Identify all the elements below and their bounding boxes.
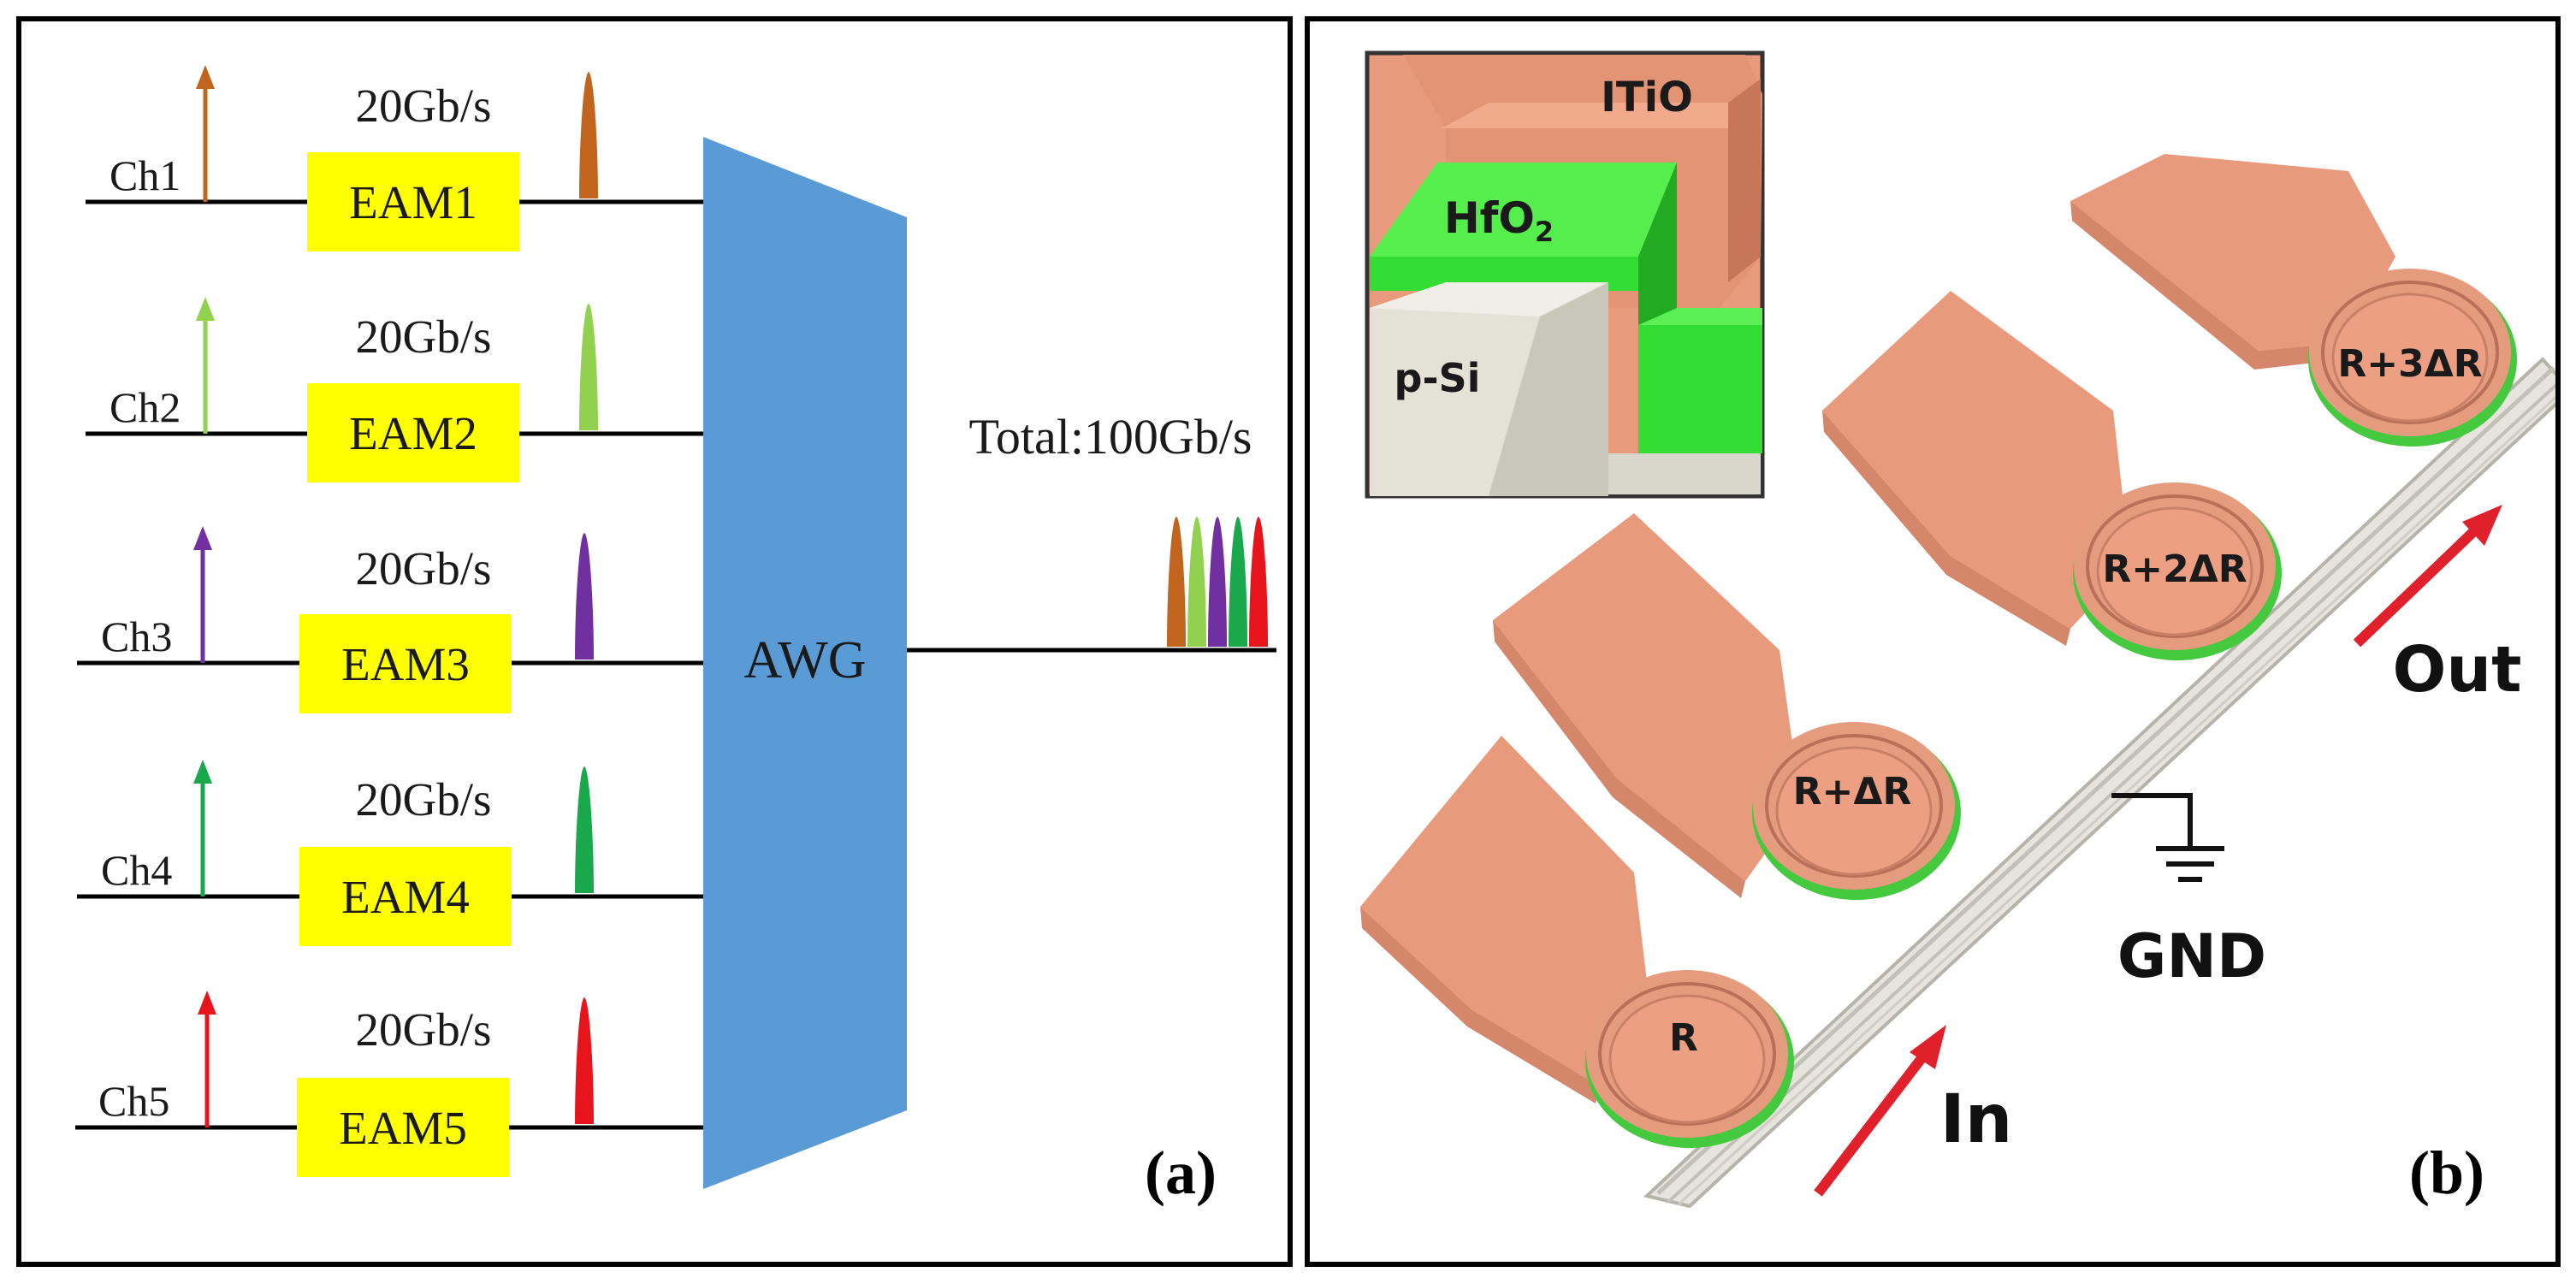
channel-row: Ch2 20Gb/s EAM2 bbox=[86, 297, 703, 482]
arrow-in bbox=[1814, 1025, 1946, 1197]
pulse bbox=[579, 72, 598, 198]
eam-box bbox=[307, 383, 519, 482]
eam-box bbox=[297, 1078, 509, 1177]
channel-label: Ch1 bbox=[110, 151, 181, 199]
output-pulse bbox=[1249, 517, 1268, 647]
eam-box bbox=[299, 614, 512, 713]
carrier-arrow bbox=[196, 65, 215, 202]
channel-row: Ch4 20Gb/s EAM4 bbox=[77, 760, 703, 946]
gnd-label: GND bbox=[2117, 921, 2266, 991]
panel-a-label: (a) bbox=[1145, 1139, 1217, 1207]
pulse bbox=[575, 533, 594, 660]
arrow-out bbox=[2353, 505, 2502, 648]
output-pulse bbox=[1229, 517, 1247, 647]
output-pulses bbox=[1167, 517, 1268, 647]
ring-label: R+ΔR bbox=[1793, 770, 1912, 814]
hfo2-label: HfO2 bbox=[1444, 193, 1554, 248]
out-label: Out bbox=[2393, 633, 2522, 707]
in-label: In bbox=[1940, 1081, 2013, 1158]
ring-label: R+3ΔR bbox=[2337, 342, 2482, 386]
channel-rate: 20Gb/s bbox=[356, 773, 492, 825]
channel-rate: 20Gb/s bbox=[356, 1003, 492, 1056]
channel-rate: 20Gb/s bbox=[356, 80, 492, 132]
channel-rows: Ch1 20Gb/s EAM1 Ch2 20Gb/s EAM2 Ch3 20Gb… bbox=[75, 65, 703, 1177]
waveguide-bus bbox=[1643, 357, 2555, 1209]
channel-row: Ch3 20Gb/s EAM3 bbox=[77, 526, 703, 713]
ring-resonator: R bbox=[1360, 736, 1794, 1148]
pulse bbox=[579, 304, 598, 430]
channel-label: Ch2 bbox=[110, 383, 181, 431]
psi-label: p-Si bbox=[1395, 355, 1481, 401]
channel-row: Ch5 20Gb/s EAM5 bbox=[75, 991, 703, 1177]
awg-label: AWG bbox=[743, 631, 866, 689]
ground-symbol bbox=[2111, 793, 2224, 882]
electrode-pad bbox=[2070, 154, 2395, 351]
ring-resonator: R+ΔR bbox=[1493, 513, 1961, 900]
output-pulse bbox=[1208, 517, 1227, 647]
eam-label: EAM4 bbox=[341, 871, 470, 923]
pulse bbox=[575, 766, 594, 893]
carrier-arrow bbox=[193, 526, 212, 663]
channel-row: Ch1 20Gb/s EAM1 bbox=[86, 65, 703, 251]
cross-section-inset: ITiO HfO2 p-Si bbox=[1365, 50, 1765, 499]
ring-label: R bbox=[1669, 1016, 1698, 1060]
carrier-arrow bbox=[198, 991, 216, 1127]
electrode-pad bbox=[1360, 736, 1651, 1086]
carrier-arrow bbox=[196, 297, 215, 434]
channel-label: Ch4 bbox=[101, 846, 172, 894]
eam-label: EAM5 bbox=[339, 1102, 467, 1154]
channel-rate: 20Gb/s bbox=[356, 542, 492, 595]
panel-a-frame bbox=[16, 16, 1293, 1267]
eam-label: EAM3 bbox=[341, 638, 470, 690]
eam-label: EAM2 bbox=[349, 407, 477, 459]
channel-label: Ch5 bbox=[98, 1077, 169, 1125]
ring-label: R+2ΔR bbox=[2102, 547, 2247, 591]
output-pulse bbox=[1187, 517, 1206, 647]
pulse bbox=[575, 997, 594, 1124]
awg-block bbox=[703, 137, 907, 1189]
eam-label: EAM1 bbox=[349, 176, 477, 228]
electrode-pad bbox=[1493, 513, 1801, 881]
output-rate-label: Total:100Gb/s bbox=[968, 409, 1252, 464]
eam-box bbox=[307, 152, 519, 251]
carrier-arrow bbox=[193, 760, 212, 896]
panel-b-label: (b) bbox=[2409, 1139, 2484, 1207]
channel-label: Ch3 bbox=[101, 612, 172, 660]
itio-label: ITiO bbox=[1601, 74, 1693, 121]
channel-rate: 20Gb/s bbox=[356, 311, 492, 363]
eam-box bbox=[299, 847, 512, 946]
ring-resonator: R+2ΔR bbox=[1822, 291, 2282, 660]
ring-resonator: R+3ΔR bbox=[2070, 154, 2517, 447]
output-pulse bbox=[1167, 517, 1186, 647]
electrode-pad bbox=[1822, 291, 2130, 629]
